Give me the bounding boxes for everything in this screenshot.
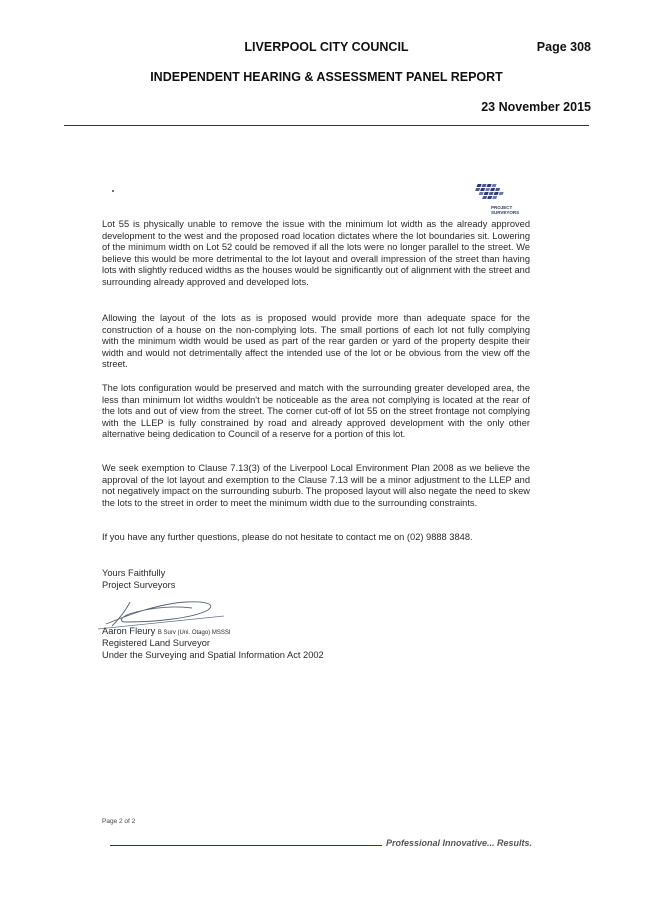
scan-speck xyxy=(112,190,114,192)
paragraph-text: The lots configuration would be preserve… xyxy=(102,383,530,440)
panel-title: INDEPENDENT HEARING & ASSESSMENT PANEL R… xyxy=(150,70,503,84)
letter-closing: Yours Faithfully xyxy=(102,568,166,578)
signer-role: Registered Land Surveyor xyxy=(102,638,211,648)
letter-paragraph-4: We seek exemption to Clause 7.13(3) of t… xyxy=(102,463,530,509)
signer-act: Under the Surveying and Spatial Informat… xyxy=(102,650,324,660)
header-divider xyxy=(64,125,589,126)
signer-qualifications: B Surv (Uni. Otago) MSSSI xyxy=(157,630,231,636)
signer-name: Aaron Fleury xyxy=(102,626,156,636)
signer-line: Aaron Fleury B Surv (Uni. Otago) MSSSI xyxy=(102,626,231,640)
logo-wordmark-line2: SURVEYORS xyxy=(491,210,520,215)
letter-paragraph-2: Allowing the layout of the lots as is pr… xyxy=(102,313,530,371)
paragraph-text: We seek exemption to Clause 7.13(3) of t… xyxy=(102,463,530,508)
company-name: Project Surveyors xyxy=(102,580,176,590)
paragraph-text: Lot 55 is physically unable to remove th… xyxy=(102,219,530,287)
logo-wordmark-line1: PROJECT xyxy=(491,205,513,210)
letter-paragraph-3: The lots configuration would be preserve… xyxy=(102,383,530,441)
letter-paragraph-5: If you have any further questions, pleas… xyxy=(102,532,530,544)
paragraph-text: Allowing the layout of the lots as is pr… xyxy=(102,313,530,370)
letter-paragraph-1: Lot 55 is physically unable to remove th… xyxy=(102,219,530,289)
logo-wordmark: PROJECT SURVEYORS xyxy=(491,205,519,215)
paragraph-text: If you have any further questions, pleas… xyxy=(102,532,473,542)
footer-page-number: Page 2 of 2 xyxy=(102,818,136,825)
footer-divider xyxy=(110,845,382,846)
project-surveyors-logo-icon xyxy=(475,184,504,199)
report-date: 23 November 2015 xyxy=(481,100,591,114)
handwritten-signature-icon xyxy=(97,601,225,630)
page-number: Page 308 xyxy=(536,40,591,54)
council-name: LIVERPOOL CITY COUNCIL xyxy=(244,40,409,54)
footer-tagline: Professional Innovative... Results. xyxy=(386,838,533,848)
